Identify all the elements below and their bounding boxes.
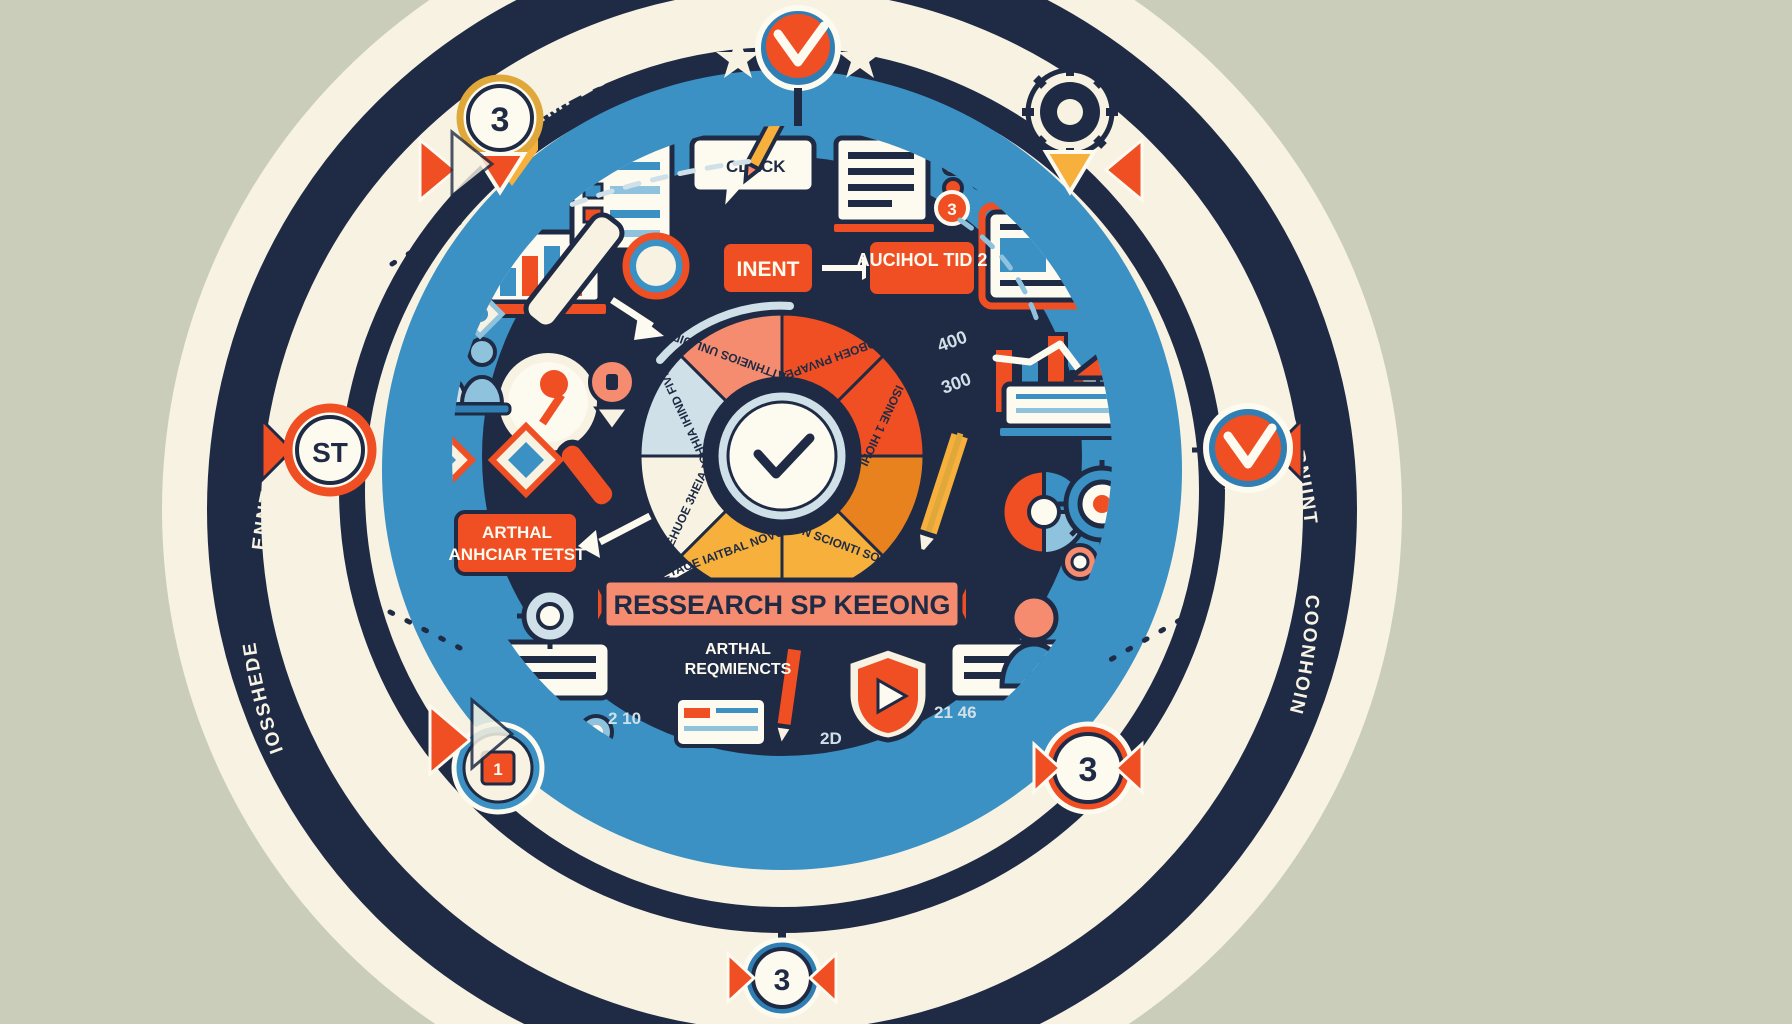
pencil-icon-bottom	[772, 643, 807, 752]
intent-label: INENT	[737, 258, 800, 281]
gear-pin-icon[interactable]	[1022, 64, 1118, 196]
arrow-decor-top-left	[418, 128, 495, 204]
star-icon	[716, 36, 760, 78]
outer-navy-ring	[207, 0, 1357, 1024]
gear-bottom-icon	[517, 583, 583, 649]
auchol-label-1: AUCIHOL TID 2	[857, 250, 988, 270]
check-badge-icon[interactable]	[755, 5, 841, 126]
magnifier-small-icon	[622, 232, 690, 300]
num-2146: 21 46	[934, 703, 977, 722]
wheel-accent-arc	[656, 301, 794, 364]
arrow-icon-down-left	[610, 297, 664, 340]
center-wheel: IATTHNEIOS UNLIUIDE AIOOBOEH PNVAPEI SES…	[638, 301, 926, 600]
circle-badge-icon[interactable]: ST	[260, 403, 377, 497]
arrow-decor-bottom-left	[428, 696, 515, 778]
st-badge-label: ST	[312, 437, 348, 468]
wheel-hub-inner	[726, 400, 838, 512]
star-icon	[296, 370, 340, 412]
marker-dot-icon	[588, 358, 636, 433]
star-icon	[838, 36, 882, 78]
wheel-segment-7[interactable]	[835, 454, 926, 559]
star-icon	[1224, 370, 1268, 412]
magnifier-icon	[523, 212, 625, 330]
stamp-badge-label: 1	[493, 760, 502, 779]
shield-play-icon	[845, 645, 931, 743]
anhciar-line1: ARTHAL	[482, 523, 552, 542]
dashed-arc-3	[957, 217, 1043, 333]
anhciar-line2: ANHCIAR TETST	[449, 545, 587, 564]
artmal-line1: ARTHAL	[705, 641, 771, 658]
main-banner: RESSEARCH SP KEEONG	[594, 577, 970, 631]
badge-3-label: 3	[947, 200, 956, 219]
arrow-icon-left	[578, 512, 652, 558]
star-icon	[1224, 472, 1268, 514]
diamond-icon-2	[487, 421, 565, 499]
diamond-icon	[452, 421, 477, 499]
banner-text: RESSEARCH SP KEEONG	[613, 590, 950, 620]
pencil-icon-right	[914, 426, 975, 566]
checkmark-icon	[753, 433, 815, 479]
arrow-decor-top-right	[1103, 136, 1144, 204]
number-badge-bottom-right[interactable]: 3	[1032, 721, 1144, 815]
pencil-icon	[743, 126, 792, 185]
artmal-line2: REQMIENCTS	[685, 661, 792, 678]
check-circle-icon[interactable]	[1192, 403, 1304, 493]
blue-ring-contents: CLACK	[452, 126, 1112, 752]
window-card-icon	[674, 696, 768, 748]
gear-small-icon	[1061, 543, 1099, 581]
ring-dotted-connectors	[387, 213, 1183, 663]
auchol-button[interactable]: AUCIHOL TID 2	[857, 238, 988, 298]
artmal-label: ARTHAL REQMIENCTS	[685, 641, 792, 678]
intent-button[interactable]: INENT	[720, 240, 816, 296]
bottom-center-badge-label: 3	[774, 964, 791, 997]
pin-badge-icon[interactable]: 3	[456, 74, 544, 196]
gear-icon	[1058, 460, 1112, 548]
pin-badge-label: 3	[491, 101, 510, 139]
num-210: 2 10	[608, 709, 641, 728]
number-badge-icon: 3	[934, 190, 970, 226]
anhciar-button[interactable]: ARTHAL ANHCIAR TETST	[449, 510, 587, 576]
num-2d: 2D	[820, 729, 842, 748]
bottom-right-badge-label: 3	[1079, 751, 1098, 789]
number-badge-bottom-center[interactable]: 3	[726, 930, 838, 1019]
